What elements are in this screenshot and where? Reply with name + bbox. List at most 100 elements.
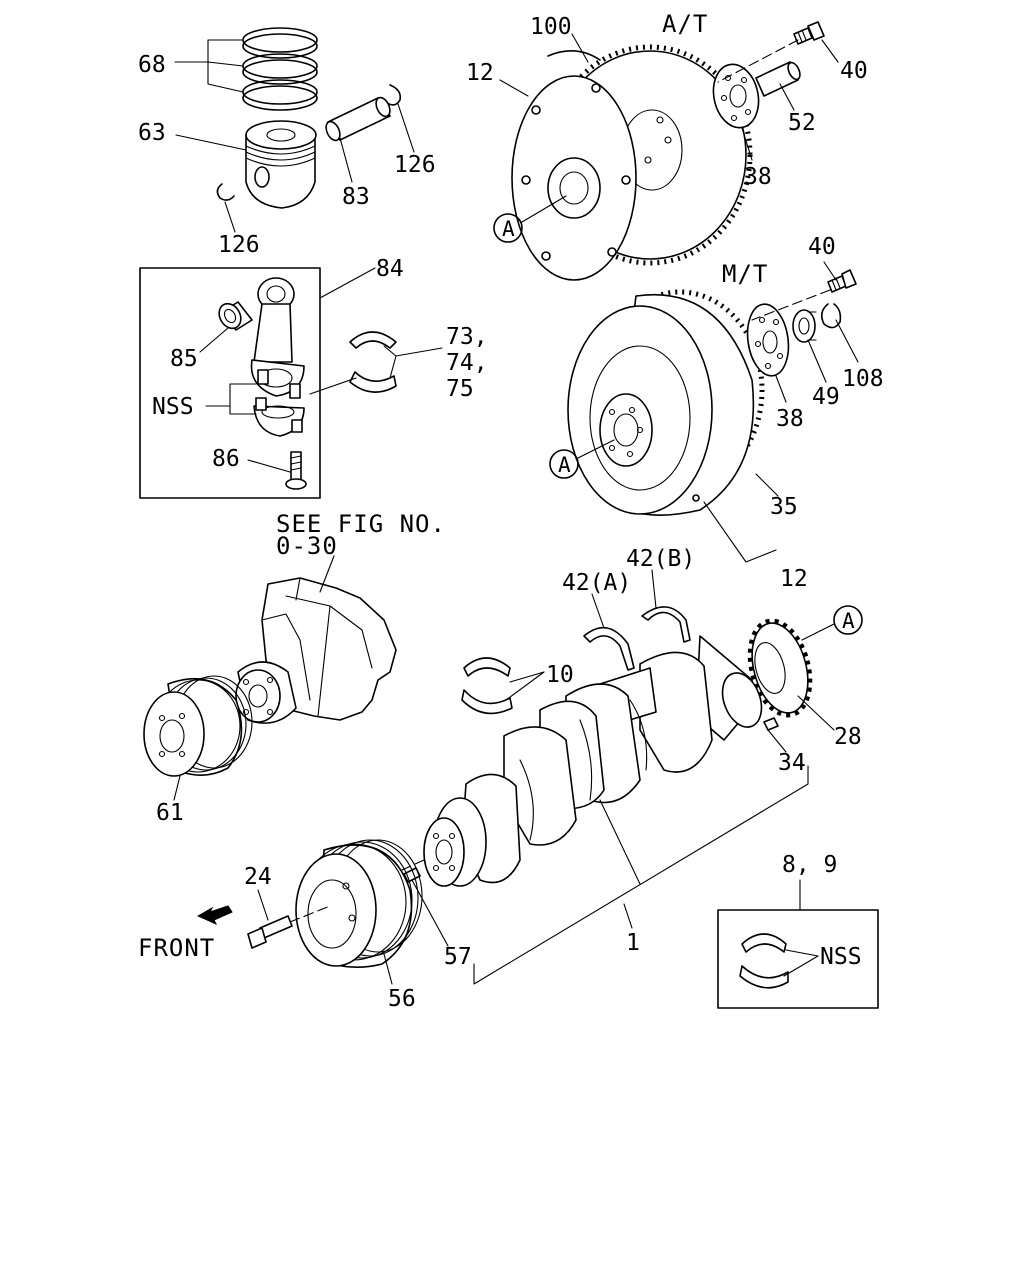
- leader-126b: [224, 201, 236, 233]
- callout-label-24: 24: [244, 864, 272, 890]
- bracket-nss1: [205, 383, 257, 415]
- leader-61: [173, 775, 181, 801]
- water-pump-pulley-part: [143, 675, 253, 777]
- callout-label-83: 83: [342, 184, 370, 210]
- leader-nss2: [783, 949, 819, 977]
- callout-label-10: 10: [546, 662, 574, 688]
- leader-83: [339, 137, 353, 183]
- callout-label-40a: 40: [840, 58, 868, 84]
- callout-label-42b: 42(B): [626, 546, 695, 572]
- leader-100: [571, 33, 589, 63]
- callout-label-56: 56: [388, 986, 416, 1012]
- callout-label-126a: 126: [394, 152, 436, 178]
- callout-label-40b: 40: [808, 234, 836, 260]
- leader-10: [505, 671, 545, 701]
- leader-38b: [775, 375, 787, 403]
- ref-a-mt-label: A: [558, 453, 571, 477]
- leader-49: [807, 339, 827, 383]
- callout-label-1: 1: [626, 930, 640, 956]
- flywheel-washer-part: [746, 303, 790, 377]
- axis-line-mt: [751, 289, 831, 321]
- see-fig-label: SEE FIG NO.: [276, 510, 446, 538]
- mt-variant-label: M/T: [722, 260, 768, 288]
- leader-56: [383, 953, 393, 985]
- callout-label-38b: 38: [776, 406, 804, 432]
- leader-42b: [651, 569, 657, 609]
- leader-12a: [499, 79, 529, 97]
- leader-35: [755, 473, 779, 497]
- callout-label-100: 100: [530, 14, 572, 40]
- at-variant-label: A/T: [662, 10, 708, 38]
- callout-label-42a: 42(A): [562, 570, 631, 596]
- callout-label-86: 86: [212, 446, 240, 472]
- callout-label-nss-main: NSS: [820, 944, 862, 970]
- callout-label-nss-rod: NSS: [152, 394, 194, 420]
- callout-label-38a: 38: [744, 164, 772, 190]
- retaining-ring-part: [820, 303, 842, 329]
- leader-40a: [821, 39, 839, 63]
- callout-label-108: 108: [842, 366, 884, 392]
- see-fig-number: 0-30: [276, 532, 338, 560]
- callout-label-75: 75: [446, 376, 474, 402]
- leader-108: [835, 319, 859, 363]
- callout-label-35: 35: [770, 494, 798, 520]
- callout-label-12a: 12: [466, 60, 494, 86]
- flex-washer-part: [712, 63, 760, 129]
- callout-68: [174, 39, 244, 93]
- connecting-rod-part: [250, 277, 305, 437]
- leader-12b: [703, 501, 777, 563]
- main-bearing-part: [461, 657, 513, 715]
- leader-84: [319, 267, 376, 299]
- flywheel-bolt-part: [827, 269, 857, 293]
- callout-label-28: 28: [834, 724, 862, 750]
- front-arrow-icon: [196, 905, 233, 926]
- leader-34: [767, 729, 787, 753]
- thrust-washer-a-part: [583, 626, 635, 671]
- leader-24: [257, 889, 269, 921]
- front-label: FRONT: [138, 934, 215, 962]
- leader-42a: [591, 593, 605, 629]
- ref-a-gear: [833, 605, 863, 635]
- ref-a-gear-label: A: [842, 609, 855, 633]
- ref-a-at-label: A: [502, 217, 515, 241]
- bushing-part: [218, 301, 253, 331]
- flywheel-part: [567, 289, 765, 516]
- leader-86: [247, 459, 291, 473]
- axis-line-at: [717, 39, 799, 83]
- leader-52: [779, 83, 795, 111]
- thrust-washer-b-part: [641, 606, 691, 643]
- crank-dowel-part: [763, 717, 779, 731]
- main-bearing-shell-part: [739, 933, 789, 989]
- flex-bolt-part: [793, 21, 825, 45]
- callout-label-52: 52: [788, 110, 816, 136]
- main-bearing-nss-box: [717, 909, 879, 1009]
- leader-28: [797, 695, 835, 731]
- rod-bolt-part: [285, 451, 307, 490]
- axis-line-pulley: [289, 905, 331, 923]
- callout-label-126b: 126: [218, 232, 260, 258]
- leader-40b: [823, 261, 837, 281]
- leader-ref-a-gear: [801, 623, 835, 641]
- leader-ref-a-at: [521, 195, 567, 223]
- leader-63: [175, 134, 247, 151]
- leader-126a: [397, 103, 415, 153]
- pulley-bolt-part: [247, 915, 293, 949]
- leader-ref-a-mt: [577, 439, 615, 459]
- leader-1: [623, 903, 633, 929]
- rod-bearing-part: [349, 331, 397, 393]
- piston-pin-part: [325, 96, 391, 142]
- callout-label-84: 84: [376, 256, 404, 282]
- flex-pin-part: [755, 61, 801, 97]
- callout-label-85: 85: [170, 346, 198, 372]
- leader-see-fig: [319, 555, 335, 593]
- water-pump-part: [235, 577, 397, 724]
- snap-ring-part: [216, 84, 402, 201]
- ref-a-at: [493, 213, 523, 243]
- leader-rod-to-bearing: [309, 377, 357, 395]
- crank-pulley-part: [295, 839, 423, 968]
- crank-gear-part: [747, 618, 813, 718]
- callout-label-8-9: 8, 9: [782, 852, 837, 878]
- callout-label-57: 57: [444, 944, 472, 970]
